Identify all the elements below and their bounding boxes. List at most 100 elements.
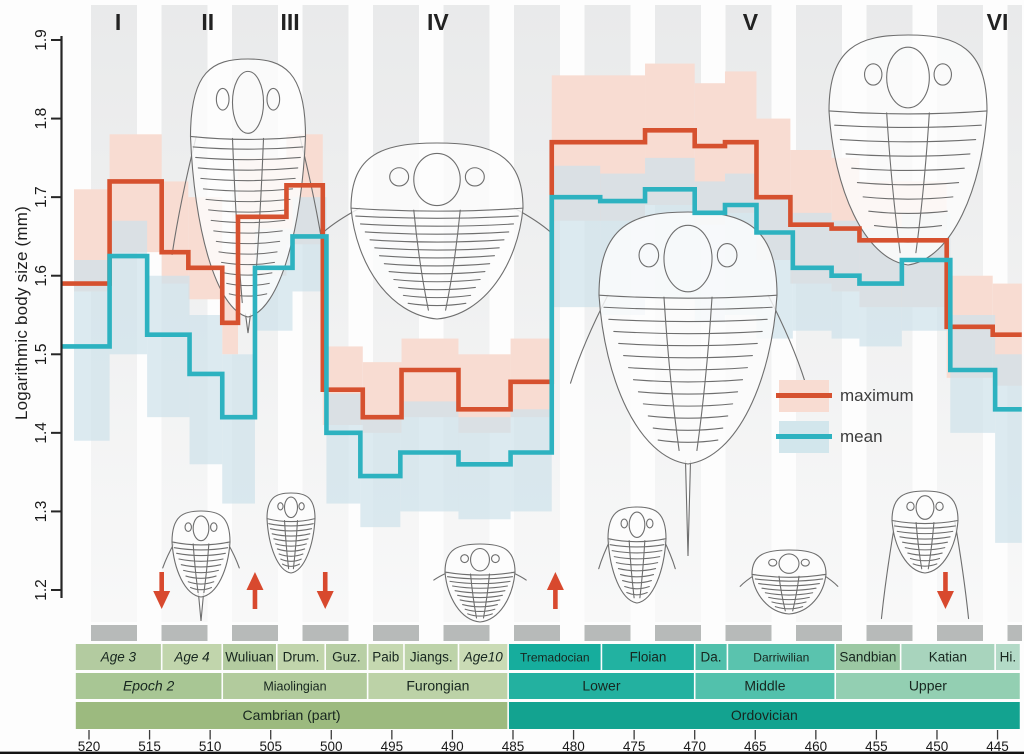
time-bin-marker-box (937, 625, 983, 641)
stage-label: Guz. (332, 650, 361, 665)
x-axis-tick-label: 510 (199, 739, 222, 754)
epoch-label: Middle (744, 678, 785, 694)
stage-cell (459, 644, 508, 670)
epoch-label: Lower (582, 678, 620, 694)
maximum-line-swatch (776, 393, 832, 398)
stage-cell (404, 644, 458, 670)
y-axis-tick-label: 1.7 (33, 186, 50, 208)
time-bin-marker-box (302, 625, 349, 641)
y-axis-tick-label: 1.2 (33, 579, 50, 601)
time-bin-marker-box (443, 625, 490, 641)
period-label: Ordovician (731, 707, 798, 723)
legend: maximum mean (776, 380, 914, 462)
epoch-cell (508, 673, 694, 699)
x-axis-tick-label: 460 (805, 739, 828, 754)
epoch-label: Furongian (406, 678, 469, 694)
stage-label: Age 3 (100, 650, 137, 665)
period-label: Cambrian (part) (243, 707, 341, 723)
epoch-cell (695, 673, 835, 699)
trend-arrow-up-icon (546, 572, 564, 609)
stage-label: Age10 (463, 650, 504, 665)
y-axis-tick-label: 1.3 (33, 501, 50, 523)
time-bin-marker-box (655, 625, 701, 641)
x-axis-tick-label: 490 (441, 739, 464, 754)
stage-label: Age 4 (173, 650, 209, 665)
time-bin-marker-box (161, 625, 208, 641)
interval-numeral-iv: IV (427, 9, 449, 35)
time-bin-marker-box (373, 625, 419, 641)
legend-item-maximum: maximum (776, 380, 914, 412)
trilobite-small-6 (880, 490, 970, 620)
stage-label: Sandbian (839, 650, 896, 665)
mean-step-line (62, 186, 1022, 479)
x-axis-tick-label: 495 (381, 739, 404, 754)
stage-cell (162, 644, 222, 670)
trilobite-interval-iv-large (322, 142, 552, 320)
trilobite-interval-ii-large (171, 58, 325, 334)
x-axis-tick-label: 480 (562, 739, 585, 754)
trilobite-small-2 (266, 492, 316, 574)
stage-label: Katian (929, 650, 967, 665)
stage-label: Hi. (1000, 650, 1017, 665)
stage-cell (728, 644, 835, 670)
interval-numeral-i: I (115, 9, 121, 35)
maximum-step-line (62, 128, 1022, 420)
stage-label: Darriwilian (753, 651, 809, 665)
x-axis-tick-label: 455 (865, 739, 888, 754)
stage-cell (326, 644, 367, 670)
time-bin-marker-box (866, 625, 913, 641)
stage-cell (508, 644, 601, 670)
interval-numeral-v: V (743, 9, 759, 35)
stage-cell (602, 644, 694, 670)
stage-cell (75, 644, 161, 670)
period-cell (75, 702, 508, 729)
trilobite-interval-v-large (569, 211, 807, 557)
stage-label: Jiangs. (410, 650, 453, 665)
time-bin-marker-box (91, 625, 137, 641)
trilobite-small-1 (162, 510, 240, 622)
epoch-label: Epoch 2 (123, 678, 175, 694)
mean-band-swatch (776, 421, 832, 453)
stage-label: Wuliuan (225, 650, 274, 665)
y-axis-tick-label: 1.8 (33, 108, 50, 130)
epoch-cell (223, 673, 367, 699)
x-axis-tick-label: 450 (926, 739, 949, 754)
epoch-cell (75, 673, 222, 699)
epoch-label: Upper (909, 678, 947, 694)
time-bin-marker-box (584, 625, 631, 641)
stage-cell (695, 644, 727, 670)
legend-label-maximum: maximum (840, 386, 914, 405)
trilobite-small-3 (433, 543, 527, 623)
y-axis-title: Logarithmic body size (mm) (12, 206, 31, 420)
stage-cell (223, 644, 276, 670)
mean-line-swatch (776, 434, 832, 439)
legend-label-mean: mean (840, 427, 883, 446)
y-axis-tick-label: 1.4 (33, 422, 50, 444)
x-axis-tick-label: 475 (623, 739, 646, 754)
x-axis-tick-label: 465 (744, 739, 767, 754)
x-axis-tick-label: 500 (320, 739, 343, 754)
trend-arrow-up-icon (246, 572, 264, 609)
x-axis-tick-label: 520 (78, 739, 101, 754)
time-bin-marker-box (725, 625, 772, 641)
stage-cell (368, 644, 404, 670)
time-bin-marker-box (796, 625, 842, 641)
maximum-band-swatch (776, 380, 832, 412)
time-bin-marker-box (232, 625, 278, 641)
y-axis-tick-label: 1.9 (33, 29, 50, 51)
trend-arrow-down-icon (153, 572, 171, 609)
stage-cell (836, 644, 900, 670)
bottom-border-line (0, 751, 1024, 754)
period-cell (508, 702, 1020, 729)
stage-label: Tremadocian (520, 651, 590, 665)
background-stripe (373, 5, 419, 622)
stage-label: Da. (701, 650, 722, 665)
stage-cell (901, 644, 995, 670)
y-axis-tick-label: 1.5 (33, 344, 50, 366)
time-bin-marker-box (1007, 625, 1022, 641)
legend-item-mean: mean (776, 421, 914, 453)
stage-cell (277, 644, 325, 670)
trilobite-small-4 (598, 506, 676, 604)
interval-numeral-ii: II (201, 9, 214, 35)
